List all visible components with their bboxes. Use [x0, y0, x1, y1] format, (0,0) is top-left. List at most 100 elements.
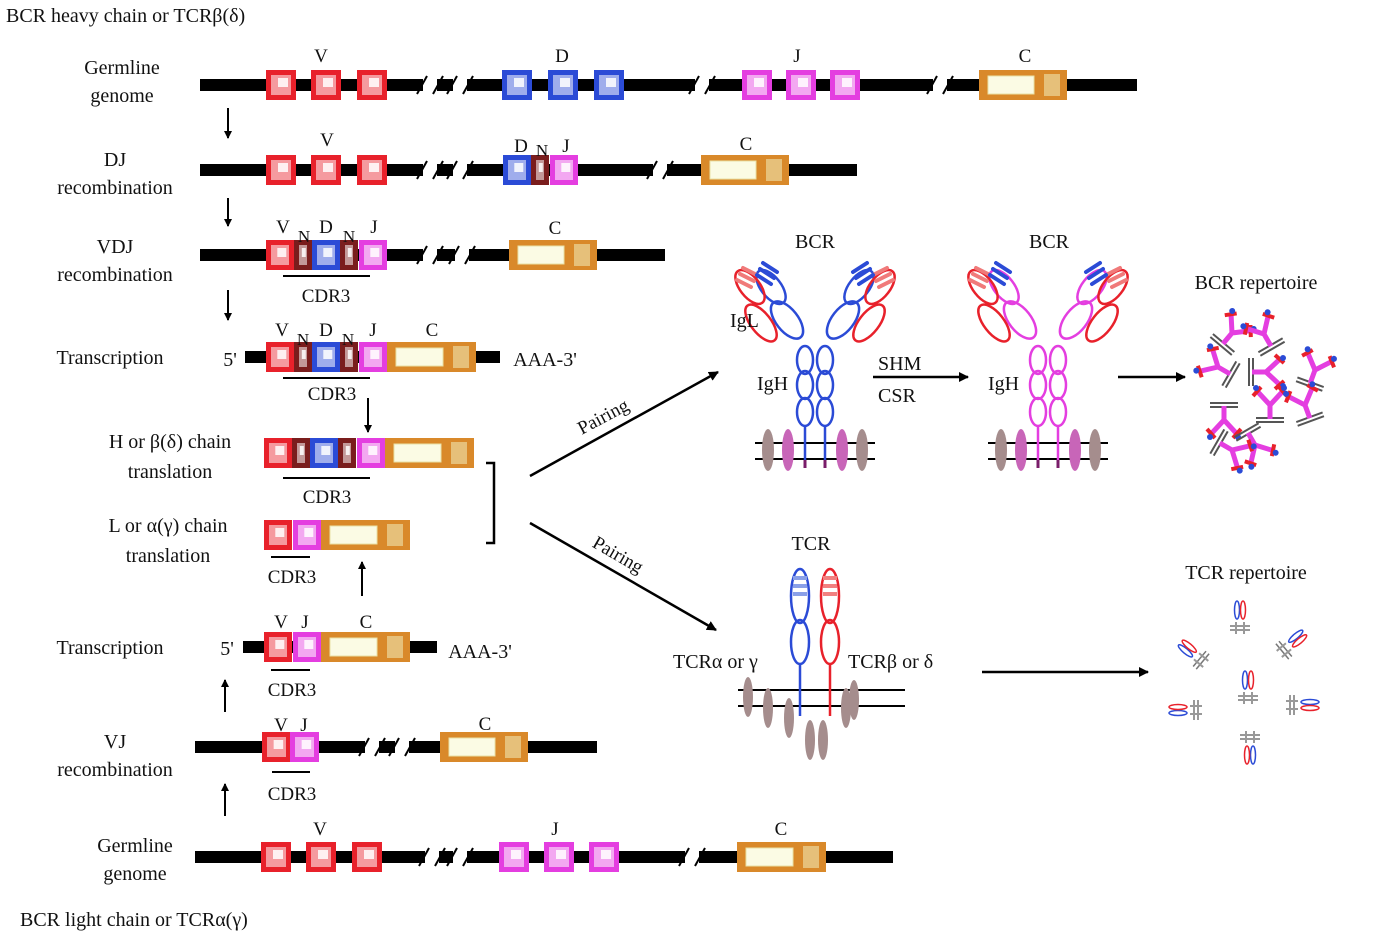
label-5prime-l: 5'	[220, 638, 234, 660]
cdr-loop-light	[741, 266, 759, 277]
segment-shine	[301, 740, 312, 749]
cdr-loop-heavy	[758, 267, 776, 280]
cdr-loop-heavy	[854, 267, 872, 280]
step-germline-h-1: Germline	[84, 57, 160, 79]
mini-heavy	[1198, 348, 1232, 377]
cdr-loop-light	[738, 272, 756, 283]
mini-cdr	[1207, 343, 1214, 350]
constant-region-shade	[766, 159, 782, 181]
mini-heavy	[1255, 389, 1285, 419]
constant-region-shade	[387, 524, 403, 546]
mini-cdr	[1272, 449, 1279, 456]
segment-shine	[601, 850, 611, 859]
segment-shine	[369, 163, 379, 172]
cd3-subunit	[743, 677, 753, 717]
heavy-chain-title: BCR heavy chain or TCRβ(δ)	[6, 5, 245, 27]
step-h-translation-2: translation	[128, 461, 212, 483]
step-dj-1: DJ	[104, 149, 126, 171]
label-pairing-bcr: Pairing	[574, 395, 633, 440]
light-chain-arm	[1085, 303, 1119, 343]
segment-shine	[538, 163, 543, 172]
segment-shine	[370, 248, 380, 257]
mini-cdr	[1309, 381, 1316, 388]
dna-break-mark	[464, 245, 476, 265]
dna-break-mark	[416, 75, 428, 95]
constant-region-shade	[451, 442, 467, 464]
label-shm: SHM	[878, 353, 922, 375]
label-d-vdj: D	[319, 217, 333, 238]
segment-shine	[798, 78, 808, 87]
segment-shine	[301, 248, 306, 257]
label-cdr3-tx-l: CDR3	[268, 680, 317, 701]
mini-cd3	[1276, 642, 1287, 652]
label-j-dj: J	[562, 136, 569, 157]
receptor-illustrations	[734, 261, 1337, 765]
mini-cdr	[1283, 390, 1290, 397]
step-transcription-l: Transcription	[56, 637, 163, 659]
constant-region-core	[987, 75, 1035, 95]
label-c-tx-l: C	[360, 612, 373, 633]
mini-alpha	[1168, 709, 1188, 717]
cdr-loop-light	[1110, 278, 1128, 289]
bcr-repertoire-member	[1209, 428, 1257, 474]
segment-shine	[561, 163, 571, 172]
mini-cd3	[1193, 658, 1204, 668]
mini-cdr	[1248, 463, 1255, 470]
mini-cdr	[1236, 467, 1243, 474]
dna-break-gap	[453, 849, 467, 865]
mini-cdr	[1240, 323, 1247, 330]
mini-light	[1206, 345, 1220, 353]
dna-break-gap	[933, 77, 947, 93]
dna-break-mark	[926, 75, 938, 95]
segment-shine	[277, 248, 287, 257]
pairing-bracket	[486, 461, 496, 545]
light-chain-arm	[977, 303, 1011, 343]
mini-light	[1284, 390, 1293, 404]
co-receptor	[762, 429, 774, 471]
dna-break-gap	[423, 162, 437, 178]
dna-break-mark	[432, 245, 444, 265]
mini-membrane	[1209, 428, 1226, 455]
mini-membrane	[1224, 362, 1241, 389]
label-n2-tx-h: N	[342, 330, 354, 349]
segment-shine	[347, 350, 352, 359]
cdr-loop-light	[874, 272, 892, 283]
label-v-vj: V	[274, 715, 288, 736]
cd3-subunit	[784, 698, 794, 738]
label-n1-tx-h: N	[297, 330, 309, 349]
mini-light	[1242, 322, 1250, 336]
label-tcr-repertoire: TCR repertoire	[1185, 562, 1307, 584]
label-cdr3-l-translation: CDR3	[268, 567, 317, 588]
bcr-repertoire-member	[1295, 346, 1337, 392]
segment-shine	[299, 446, 304, 455]
tcr-constant-domain	[819, 618, 841, 666]
co-receptor	[856, 429, 868, 471]
dna-break-mark	[678, 847, 690, 867]
mini-cdr	[1250, 443, 1257, 450]
mini-cdr	[1264, 309, 1271, 316]
constant-region-shade	[803, 846, 819, 868]
label-n-dj: N	[536, 141, 548, 160]
label-j-vj: J	[300, 715, 307, 736]
cd3-subunit	[818, 720, 828, 760]
dna-break-mark	[942, 75, 954, 95]
mini-membrane	[1278, 640, 1293, 657]
label-j-germline-l: J	[551, 819, 558, 840]
dna-break-gap	[423, 247, 437, 263]
mini-light	[1246, 439, 1254, 452]
label-tcr-beta: TCRβ or δ	[848, 651, 933, 673]
label-c-germline-l: C	[775, 819, 788, 840]
mini-light	[1262, 312, 1275, 320]
light-chain-arm-tip	[864, 268, 896, 306]
step-l-translation-2: translation	[126, 545, 210, 567]
cdr-loop-light	[968, 278, 986, 289]
segment-shine	[304, 640, 314, 649]
dna-break-mark	[432, 75, 444, 95]
label-polya-h: AAA-3'	[513, 349, 577, 371]
label-polya-l: AAA-3'	[448, 641, 512, 663]
dna-break-gap	[453, 162, 467, 178]
mini-alpha	[1177, 644, 1194, 658]
tcr-variable-domain	[789, 567, 811, 625]
constant-region-core	[395, 347, 444, 367]
